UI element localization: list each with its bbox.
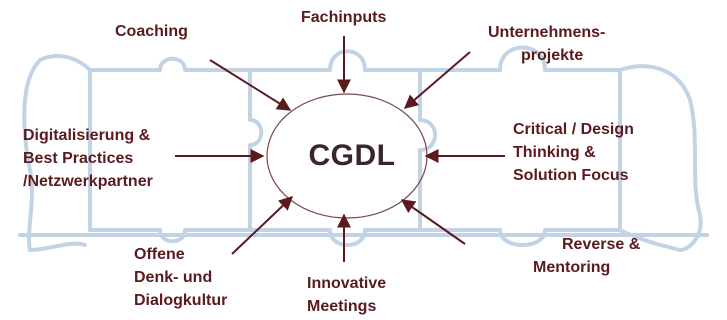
- node-line: Solution Focus: [513, 167, 629, 184]
- node-line: /Netzwerkpartner: [23, 173, 153, 190]
- node-line: Mentoring: [533, 259, 611, 276]
- node-line: Meetings: [307, 298, 377, 315]
- node-line: Unternehmens-: [488, 24, 606, 41]
- node-fachinputs: Fachinputs: [301, 6, 386, 29]
- node-line: Dialogkultur: [134, 292, 228, 309]
- arrow-reverse: [400, 199, 466, 245]
- node-line: Denk- und: [134, 269, 213, 286]
- node-reverse: Reverse & Mentoring: [533, 233, 640, 279]
- node-line: Innovative: [307, 275, 387, 292]
- node-line: Digitalisierung &: [23, 127, 151, 144]
- node-line: Best Practices: [23, 150, 134, 167]
- node-line: Critical / Design: [513, 121, 634, 138]
- node-offene: Offene Denk- und Dialogkultur: [134, 243, 227, 312]
- node-critical-design: Critical / Design Thinking & Solution Fo…: [513, 118, 634, 187]
- node-innovative: Innovative Meetings: [307, 272, 386, 318]
- node-coaching: Coaching: [115, 20, 188, 43]
- node-line: Reverse &: [562, 236, 641, 253]
- node-line: Fachinputs: [301, 9, 387, 26]
- node-line: Coaching: [115, 23, 188, 40]
- node-line: Offene: [134, 246, 185, 263]
- arrow-unternehmensprojekte: [403, 51, 471, 109]
- left-puzzle-piece: [88, 56, 264, 244]
- node-digitalisierung: Digitalisierung & Best Practices /Netzwe…: [23, 124, 153, 193]
- node-line: Thinking &: [513, 144, 596, 161]
- arrow-offene: [231, 196, 294, 255]
- node-unternehmensprojekte: Unternehmens- projekte: [488, 21, 605, 67]
- left-figure-watermark: [22, 53, 92, 252]
- arrow-coaching: [209, 59, 292, 111]
- node-line: projekte: [521, 47, 584, 64]
- center-puzzle-piece: [248, 49, 437, 247]
- center-node-label: CGDL: [308, 139, 396, 172]
